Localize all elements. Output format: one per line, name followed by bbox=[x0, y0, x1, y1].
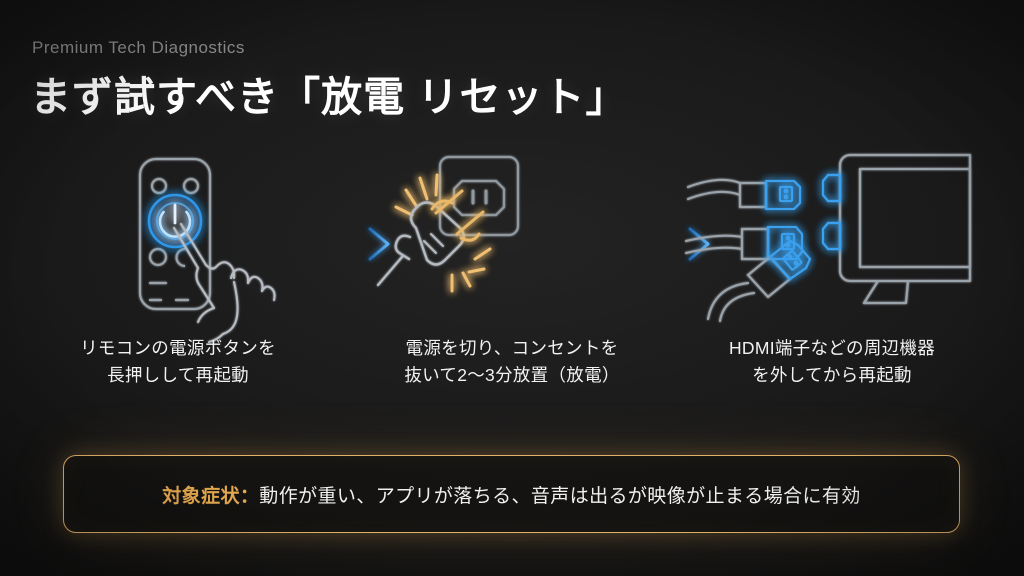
callout-separator: ： bbox=[239, 485, 260, 507]
step-caption: リモコンの電源ボタンを 長押しして再起動 bbox=[28, 335, 328, 389]
steps-row: リモコンの電源ボタンを 長押しして再起動 bbox=[0, 145, 1024, 415]
step-caption-line1: HDMI端子などの周辺機器 bbox=[728, 338, 936, 358]
page-title: まず試すべき「放電 リセット」 bbox=[30, 74, 628, 120]
unplugged-power-plug-outlet-icon bbox=[362, 145, 662, 320]
hdmi-cables-tv-disconnect-icon bbox=[682, 145, 982, 323]
step-caption-line2: 長押しして再起動 bbox=[107, 365, 249, 386]
step-caption-line1: リモコンの電源ボタンを bbox=[80, 338, 276, 358]
callout-text: 対象症状：動作が重い、アプリが落ちる、音声は出るが映像が止まる場合に有効 bbox=[162, 481, 860, 508]
eyebrow-label: Premium Tech Diagnostics bbox=[32, 38, 245, 57]
step-caption-line2: を外してから再起動 bbox=[752, 365, 912, 386]
step-caption-line1: 電源を切り、コンセントを bbox=[405, 338, 619, 358]
arrow-right-icon bbox=[632, 223, 720, 268]
step-caption: HDMI端子などの周辺機器 を外してから再起動 bbox=[682, 335, 982, 389]
callout-box: 対象症状：動作が重い、アプリが落ちる、音声は出るが映像が止まる場合に有効 bbox=[63, 455, 960, 533]
arrow-right-icon bbox=[312, 223, 400, 268]
callout-label: 対象症状 bbox=[162, 485, 240, 507]
step-unplug-outlet: 電源を切り、コンセントを 抜いて2〜3分放置（放電） bbox=[362, 145, 662, 415]
callout-body: 動作が重い、アプリが落ちる、音声は出るが映像が止まる場合に有効 bbox=[259, 485, 861, 507]
step-caption-line2: 抜いて2〜3分放置（放電） bbox=[404, 365, 620, 386]
step-detach-hdmi: HDMI端子などの周辺機器 を外してから再起動 bbox=[682, 145, 982, 415]
step-caption: 電源を切り、コンセントを 抜いて2〜3分放置（放電） bbox=[362, 335, 662, 389]
step-remote-power: リモコンの電源ボタンを 長押しして再起動 bbox=[28, 145, 328, 415]
remote-control-power-press-icon bbox=[28, 145, 328, 344]
